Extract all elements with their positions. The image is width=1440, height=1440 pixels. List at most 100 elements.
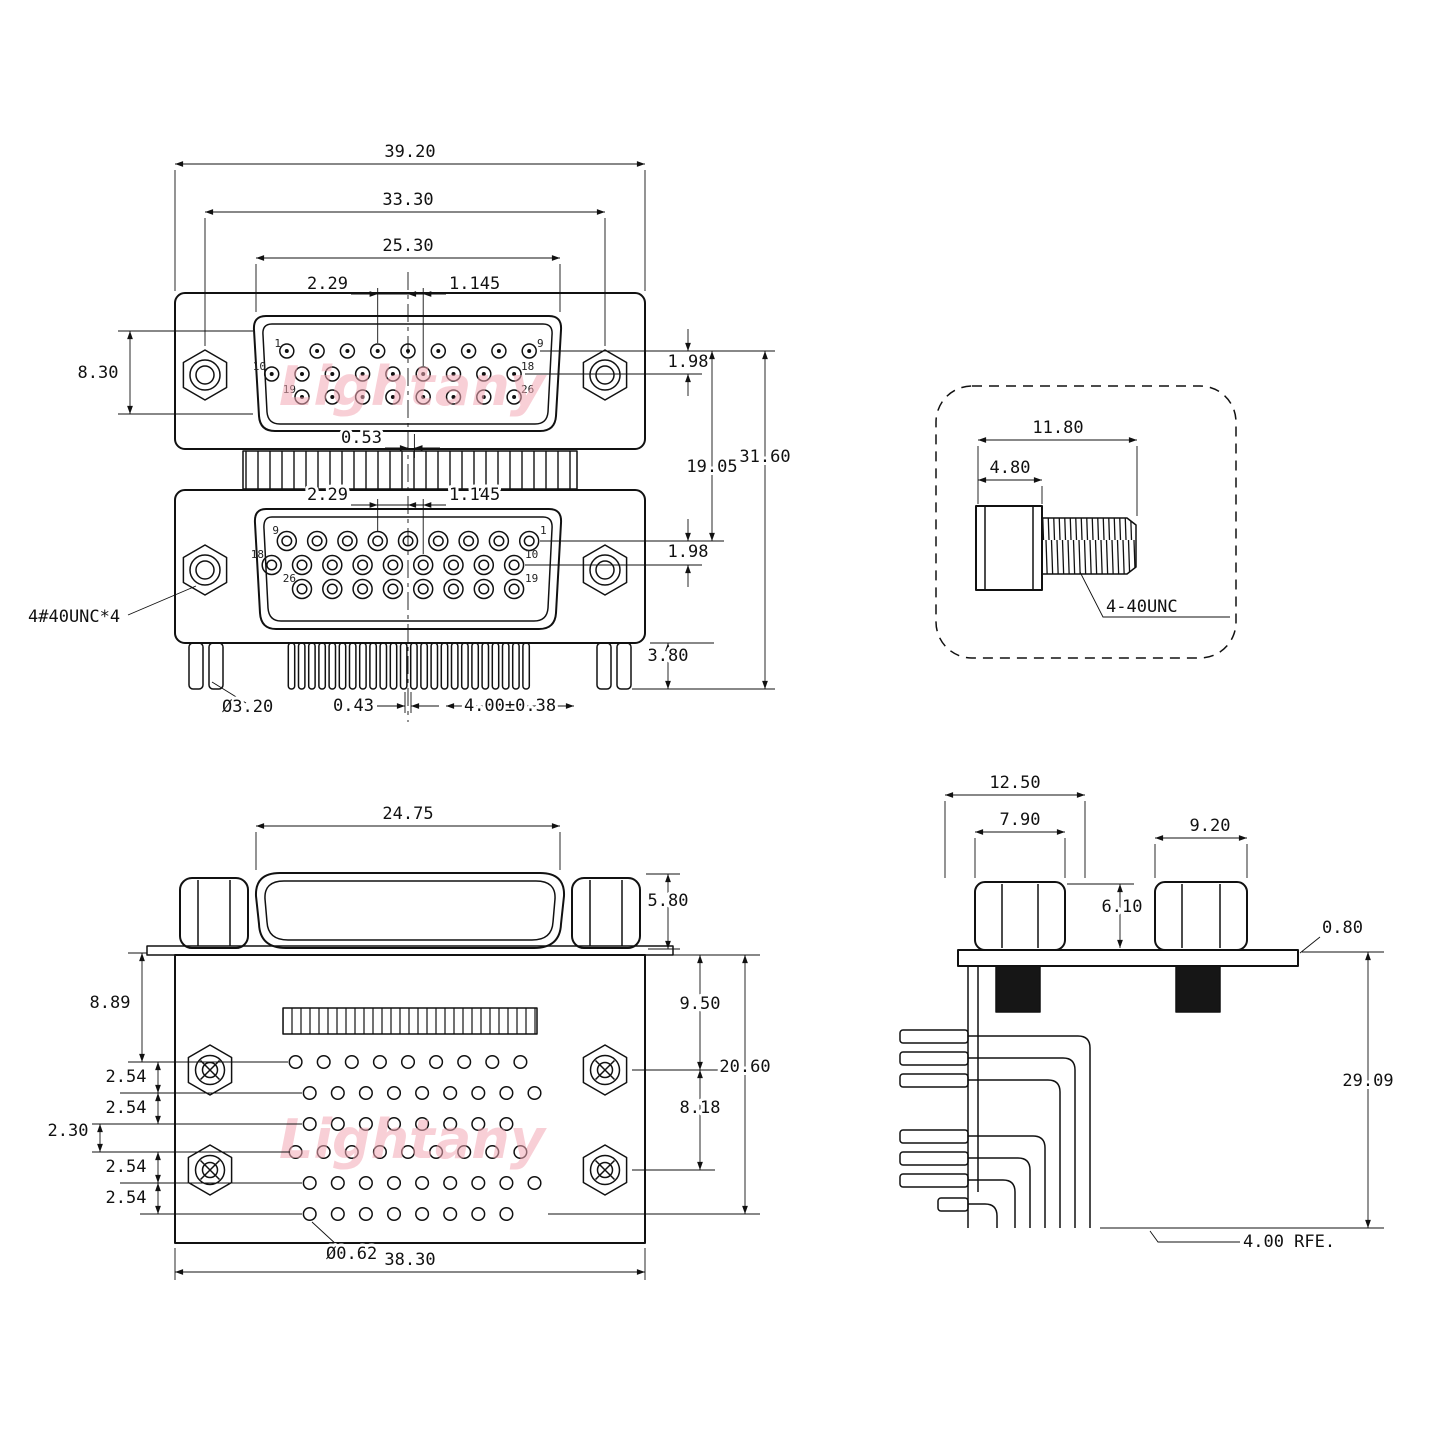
pin-label: 9	[272, 524, 279, 537]
flange-side	[957, 949, 1299, 967]
dim-text: 6.10	[1102, 897, 1143, 917]
lower-dshell-outer	[253, 508, 563, 630]
pin-tails	[899, 1029, 969, 1212]
dim-side-height: 29.09	[1100, 951, 1397, 1229]
dim-text: 2.54	[106, 1188, 147, 1208]
dim-half-pitch-bottom: 1.145	[422, 482, 503, 554]
rear-body	[174, 954, 646, 1244]
board-lock-right	[616, 642, 632, 690]
dim-hex-gap: 6.10	[1067, 883, 1145, 948]
front-view: 1 9 10 18 19 26 9 1 18 10 26 19	[25, 139, 794, 722]
dim-text: 3.80	[648, 646, 689, 666]
dim-text: 9.20	[1190, 816, 1231, 836]
note-rfe: 4.00 RFE.	[1149, 1229, 1338, 1255]
dim-text: 0.53	[341, 428, 382, 448]
dim-height-left: 8.30	[75, 330, 253, 415]
mount-screw-icon	[582, 1144, 628, 1196]
pin-label: 1	[274, 337, 281, 350]
rear-dshell-inner	[264, 880, 556, 941]
mount-screw-icon	[187, 1144, 233, 1196]
dim-screw-row2: 8.18	[632, 1070, 723, 1171]
dim-text: 5.80	[648, 891, 689, 911]
detail-border	[935, 385, 1237, 659]
dim-text: 25.30	[382, 236, 433, 256]
hex-side-left	[974, 881, 1066, 951]
pin-label: 18	[251, 548, 264, 561]
dim-text: 20.60	[719, 1057, 770, 1077]
pin-label: 19	[283, 383, 296, 396]
pin-label: 18	[521, 360, 534, 373]
dim-pitch-top: 2.29	[304, 271, 434, 343]
note-thread-spec: 4-40UNC	[1079, 571, 1230, 620]
dim-text: 29.09	[1342, 1071, 1393, 1091]
dim-foot-dia: Ø3.20	[211, 681, 276, 720]
dim-row-pitch-top: 1.98	[525, 329, 775, 396]
dim-text: 8.89	[90, 993, 131, 1013]
dim-row-d: 2.54	[103, 1183, 302, 1215]
dim-hole-dia: Ø0.62	[311, 1221, 380, 1267]
rear-dshell-outer	[254, 872, 566, 949]
dim-offset-mid: 0.53	[338, 425, 440, 458]
dim-text: 2.30	[48, 1121, 89, 1141]
stud-right	[1175, 965, 1221, 1013]
dim-rear-body-width: 38.30	[174, 1247, 646, 1280]
dim-text: 24.75	[382, 804, 433, 824]
dim-text: 1.145	[449, 485, 500, 505]
board-lock-left	[188, 642, 204, 690]
dim-side-width-total: 12.50	[944, 770, 1086, 878]
dim-port-spacing: 19.05	[540, 351, 741, 542]
watermark: Lightany	[279, 1108, 548, 1171]
dim-screw-span: 33.30	[204, 187, 606, 346]
dim-text: 4#40UNC*4	[28, 607, 120, 627]
jackscrew-right-icon	[582, 349, 628, 401]
dim-text: 4-40UNC	[1106, 597, 1178, 617]
dim-foot-height: 3.80	[645, 642, 714, 689]
pin-label: 26	[521, 383, 534, 396]
upper-dshell-inner	[262, 323, 553, 425]
dim-text: 7.90	[1000, 810, 1041, 830]
dim-text: 2.54	[106, 1098, 147, 1118]
dim-pin-length: 4.00±0.38	[446, 693, 574, 719]
watermark: Lightany	[279, 355, 548, 418]
dim-row-a: 2.54	[103, 1062, 302, 1094]
dim-rear-shell-width: 24.75	[255, 801, 561, 870]
dim-text: 2.29	[307, 274, 348, 294]
dim-text: 12.50	[989, 773, 1040, 793]
pin-label: 19	[525, 572, 538, 585]
dim-screw-head: 4.80	[978, 455, 1043, 504]
dim-flange-thickness: 0.80	[1299, 915, 1366, 954]
board-lock-right	[596, 642, 612, 690]
dim-text: 2.54	[106, 1067, 147, 1087]
dim-row-b: 2.54	[92, 1093, 302, 1125]
dim-row-c: 2.54	[103, 1152, 302, 1184]
pin-label: 26	[283, 572, 296, 585]
dim-text: 19.05	[686, 457, 737, 477]
dim-shell-width: 25.30	[255, 233, 561, 312]
lower-connector-body	[174, 489, 646, 644]
dim-rear-body-height: 20.60	[548, 955, 774, 1215]
note-screw-thread: 4#40UNC*4	[25, 585, 197, 630]
jackscrew-left-icon	[182, 349, 228, 401]
screw-head	[975, 505, 1043, 591]
dim-text: 0.80	[1322, 918, 1363, 938]
dim-first-row: 8.89	[87, 952, 288, 1063]
screw-detail-view: 11.80 4.80 4-40UNC	[935, 385, 1237, 659]
dim-pitch-bottom: 2.29	[304, 482, 434, 531]
lower-dshell-inner	[263, 516, 553, 622]
mount-screw-icon	[187, 1044, 233, 1096]
dim-pin-width: 0.43	[330, 692, 439, 719]
dim-text: 4.00 RFE.	[1243, 1232, 1335, 1252]
mount-screw-icon	[582, 1044, 628, 1096]
dim-text: 11.80	[1032, 418, 1083, 438]
dim-hex-left: 7.90	[974, 807, 1066, 878]
dim-text: 4.00±0.38	[464, 696, 556, 716]
dim-text: 1.98	[668, 352, 709, 372]
lower-pin-field: 9 1 18 10 26 19	[251, 524, 547, 600]
insulator-comb	[242, 450, 578, 490]
dim-text: 1.98	[668, 542, 709, 562]
dim-text: 33.30	[382, 190, 433, 210]
stud-left	[995, 965, 1041, 1013]
dim-text: Ø0.62	[326, 1244, 377, 1264]
dim-hex-right: 9.20	[1154, 813, 1248, 878]
